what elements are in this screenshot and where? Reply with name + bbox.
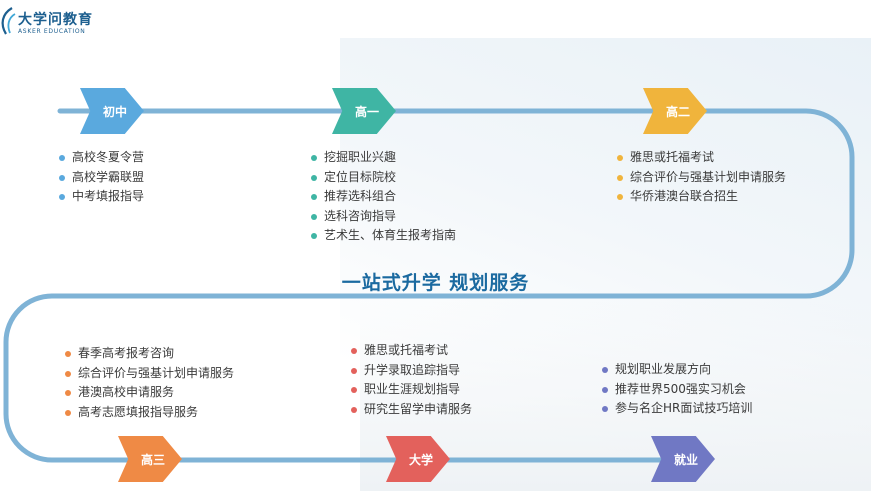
- stage-label: 高一: [354, 104, 379, 119]
- list-item: 推荐世界500强实习机会: [601, 380, 752, 400]
- list-item: 规划职业发展方向: [601, 360, 752, 380]
- bullet-dot-icon: [311, 194, 317, 200]
- bullet-dot-icon: [351, 367, 357, 374]
- bullet-dot-icon: [59, 174, 65, 181]
- bullet-dot-icon: [617, 194, 623, 200]
- bullet-dot-icon: [311, 174, 317, 181]
- stage-label: 大学: [408, 452, 433, 467]
- list-item: 华侨港澳台联合招生: [616, 187, 786, 207]
- service-list-employment: 规划职业发展方向 推荐世界500强实习机会 参与名企HR面试技巧培训: [601, 360, 752, 419]
- service-list-university: 雅思或托福考试 升学录取追踪指导 职业生涯规划指导 研究生留学申请服务: [350, 341, 472, 419]
- bullet-dot-icon: [602, 367, 608, 373]
- service-list-grade-11: 雅思或托福考试 综合评价与强基计划申请服务 华侨港澳台联合招生: [616, 148, 786, 207]
- list-item: 艺术生、体育生报考指南: [310, 226, 456, 246]
- bullet-dot-icon: [602, 386, 608, 393]
- list-item: 参与名企HR面试技巧培训: [601, 399, 752, 419]
- list-item: 高校冬夏令营: [58, 148, 144, 168]
- list-item: 研究生留学申请服务: [350, 400, 472, 420]
- stage-label: 高三: [140, 452, 165, 467]
- bullet-dot-icon: [65, 370, 71, 377]
- logo-mark-icon: [1, 7, 16, 35]
- bullet-dot-icon: [351, 387, 357, 393]
- list-item: 春季高考报考咨询: [64, 344, 234, 364]
- list-item: 职业生涯规划指导: [350, 380, 472, 400]
- bullet-dot-icon: [65, 351, 71, 357]
- list-item: 综合评价与强基计划申请服务: [64, 364, 234, 384]
- list-item: 定位目标院校: [310, 168, 456, 188]
- bullet-dot-icon: [602, 406, 608, 412]
- list-item: 港澳高校申请服务: [64, 383, 234, 403]
- list-item: 高考志愿填报指导服务: [64, 403, 234, 423]
- bullet-dot-icon: [351, 348, 357, 354]
- stage-label: 高二: [665, 104, 690, 119]
- bullet-dot-icon: [311, 213, 317, 220]
- bullet-dot-icon: [311, 155, 317, 161]
- bullet-dot-icon: [65, 390, 71, 396]
- list-item: 中考填报指导: [58, 187, 144, 207]
- slogan-title: 一站式升学 规划服务: [341, 272, 530, 294]
- bullet-dot-icon: [59, 194, 65, 200]
- list-item: 选科咨询指导: [310, 207, 456, 227]
- service-list-grade-10: 挖掘职业兴趣 定位目标院校 推荐选科组合 选科咨询指导 艺术生、体育生报考指南: [310, 148, 456, 246]
- bullet-dot-icon: [351, 406, 357, 413]
- bullet-dot-icon: [311, 233, 317, 239]
- bullet-dot-icon: [617, 155, 623, 161]
- list-item: 升学录取追踪指导: [350, 361, 472, 381]
- list-item: 挖掘职业兴趣: [310, 148, 456, 168]
- brand-name-en: ASKER EDUCATION: [18, 28, 86, 35]
- stage-label: 初中: [102, 104, 127, 119]
- list-item: 雅思或托福考试: [616, 148, 786, 168]
- bullet-dot-icon: [59, 155, 65, 161]
- list-item: 雅思或托福考试: [350, 341, 472, 361]
- stage-label: 就业: [673, 452, 698, 467]
- list-item: 综合评价与强基计划申请服务: [616, 168, 786, 188]
- list-item: 高校学霸联盟: [58, 168, 144, 188]
- list-item: 推荐选科组合: [310, 187, 456, 207]
- brand-name-cn: 大学问教育: [18, 12, 93, 28]
- service-list-junior-high: 高校冬夏令营 高校学霸联盟 中考填报指导: [58, 148, 144, 207]
- bullet-dot-icon: [617, 174, 623, 181]
- bullet-dot-icon: [65, 409, 71, 416]
- service-list-grade-12: 春季高考报考咨询 综合评价与强基计划申请服务 港澳高校申请服务 高考志愿填报指导…: [64, 344, 234, 422]
